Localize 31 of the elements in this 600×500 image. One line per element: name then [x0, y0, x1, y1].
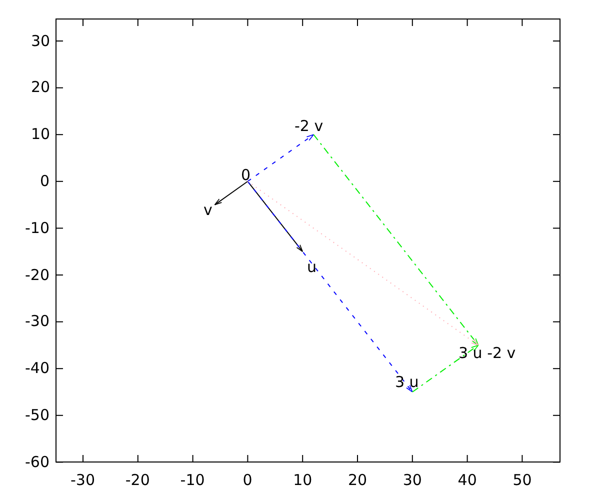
vector-arrow — [313, 134, 479, 346]
tick-label: -20 — [125, 472, 150, 489]
tick-label: -10 — [25, 220, 50, 237]
tick-label: 20 — [348, 472, 368, 489]
point-label: 3 u — [395, 374, 419, 390]
tick-label: -50 — [25, 406, 50, 424]
tick-label: 0 — [40, 172, 50, 190]
vector-arrow — [214, 180, 248, 206]
tick-label: -60 — [25, 454, 50, 471]
tick-label: 20 — [31, 79, 50, 96]
tick-label: -30 — [25, 313, 50, 330]
tick-label: 50 — [512, 472, 532, 489]
tick-label: 40 — [458, 472, 477, 489]
point-label: 3 u -2 v — [458, 344, 516, 362]
tick-label: -20 — [25, 266, 50, 284]
point-label: v — [204, 202, 212, 218]
tick-label: 10 — [293, 472, 312, 489]
tick-label: -40 — [25, 360, 50, 378]
vector-arrow — [412, 344, 479, 392]
point-label: 0 — [241, 166, 251, 184]
tick-label: 30 — [402, 472, 422, 489]
point-label: -2 v — [294, 118, 324, 134]
tick-label: 10 — [31, 126, 50, 144]
vector-arrow — [247, 180, 479, 346]
vector-arrow — [247, 180, 413, 392]
tick-label: -30 — [70, 472, 95, 489]
tick-label: 30 — [31, 32, 50, 50]
point-label: u — [307, 258, 317, 276]
tick-label: 0 — [242, 472, 252, 489]
vector-arrow — [247, 134, 314, 182]
tick-label: -10 — [180, 472, 205, 489]
